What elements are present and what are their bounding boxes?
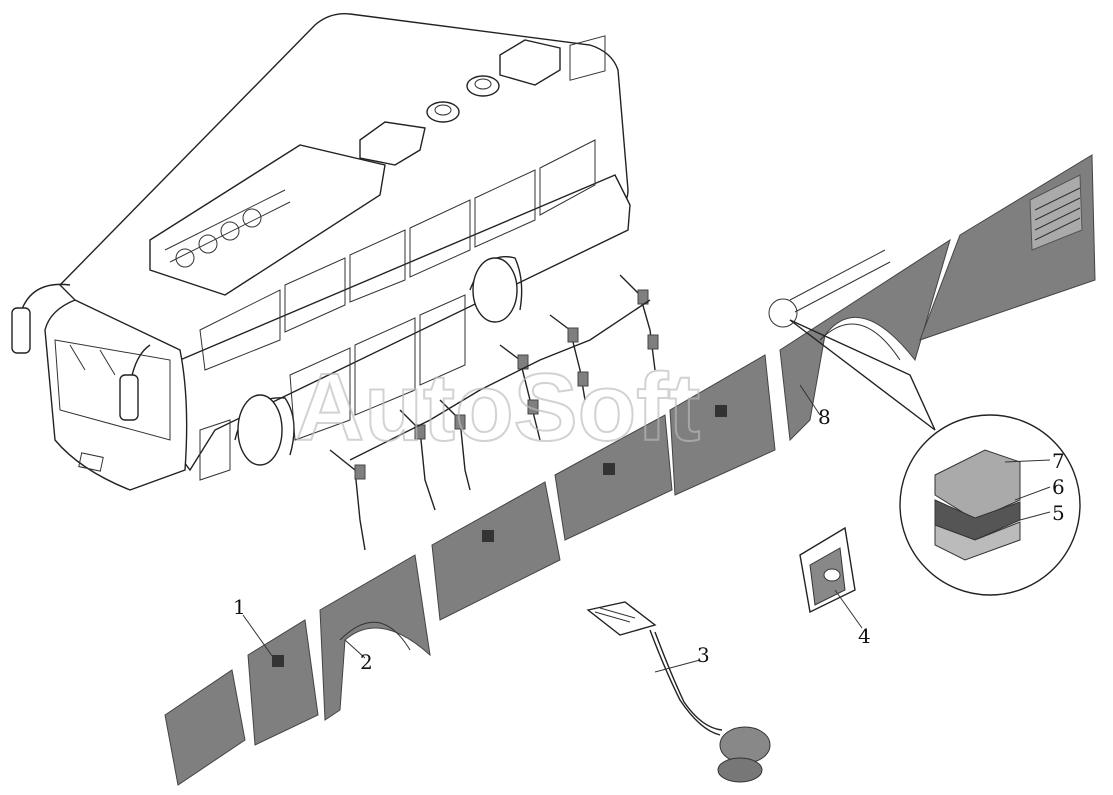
side-panels: [164, 154, 1096, 786]
side-panel-front: [164, 669, 246, 786]
callout-2: 2: [360, 650, 373, 674]
callout-1: 1: [233, 595, 246, 619]
bus-illustration: [11, 13, 631, 491]
side-panel-4: [554, 414, 673, 541]
side-panel-2: [319, 554, 431, 721]
side-panel-6: [779, 238, 951, 442]
callout-labels: 1 2 3 4 5 6 7 8: [233, 405, 1065, 674]
side-windows: [199, 139, 596, 371]
watermark: AutoSoft: [295, 354, 700, 461]
callout-4: 4: [858, 624, 871, 648]
ac-vents: [164, 189, 291, 268]
callout-6: 6: [1052, 475, 1065, 499]
part-4-lamp: [799, 526, 856, 614]
callout-7: 7: [1052, 449, 1065, 473]
part-3-harness: [586, 601, 771, 783]
callout-3: 3: [697, 643, 710, 667]
panel-brackets: [329, 274, 659, 551]
callout-5: 5: [1052, 501, 1065, 525]
rear-grille: [1029, 174, 1083, 251]
side-panel-1: [247, 619, 319, 746]
detail-view: [768, 298, 1081, 596]
leader-lines: [242, 384, 1051, 673]
side-panel-3: [431, 481, 561, 621]
callout-8: 8: [818, 405, 831, 429]
side-panel-5: [669, 354, 776, 496]
